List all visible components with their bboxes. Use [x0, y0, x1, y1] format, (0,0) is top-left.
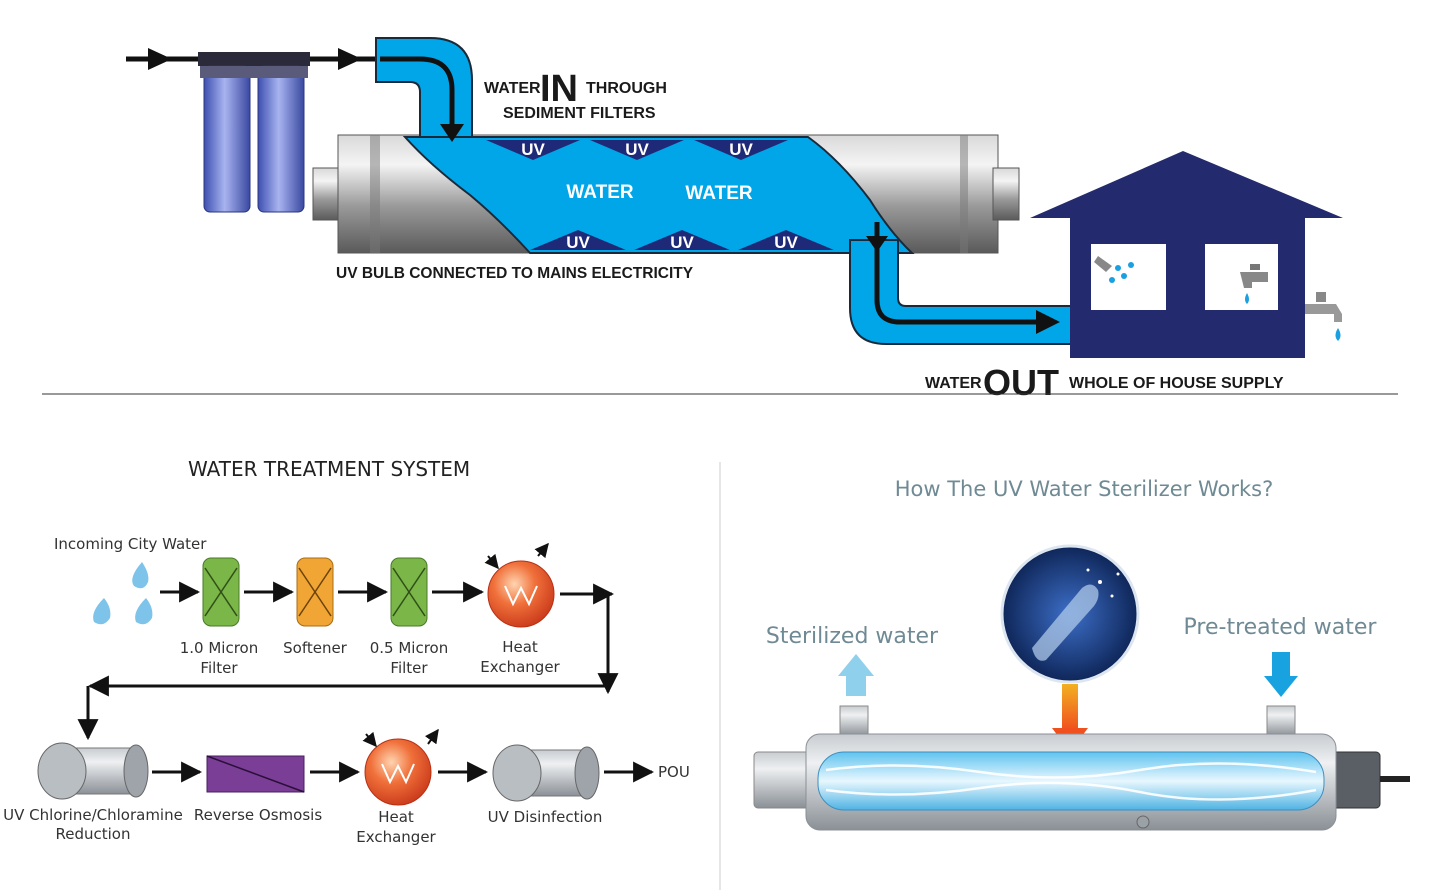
uv-bottom-1: UV	[566, 233, 590, 252]
water-label-1: WATER	[566, 182, 633, 203]
shower-icon	[1094, 256, 1112, 272]
uvd-label: UV Disinfection	[488, 808, 603, 826]
flow-in-arrow-line	[380, 56, 455, 128]
uv-top-2: UV	[625, 140, 649, 159]
filter2-label-2: Filter	[390, 659, 428, 677]
water-drops-icon	[93, 562, 153, 625]
micron-filter-2	[390, 557, 428, 627]
uv-arrows-top: UV UV UV	[486, 140, 788, 160]
water-in-line2: SEDIMENT FILTERS	[503, 105, 656, 122]
uv-bottom-2: UV	[670, 233, 694, 252]
micron-filter-1	[202, 557, 240, 627]
tap-icon-inside	[1240, 272, 1268, 288]
heat-exchanger-2	[362, 728, 439, 806]
uv-arrows-bottom: UV UV UV	[530, 230, 834, 252]
uv-sterilizer-diagram: How The UV Water Sterilizer Works? Steri…	[753, 477, 1410, 831]
pretreated-in-arrow-icon	[1264, 652, 1298, 697]
sterilizer-title: How The UV Water Sterilizer Works?	[895, 477, 1274, 501]
uv-bottom-3: UV	[774, 233, 798, 252]
water-out-suffix: WHOLE OF HOUSE SUPPLY	[1069, 375, 1284, 392]
heat2-label-1: Heat	[378, 808, 414, 826]
water-in-suffix: THROUGH	[586, 80, 667, 97]
water-label-2: WATER	[685, 183, 752, 204]
sterilized-out-arrow-icon	[838, 654, 874, 696]
heat2-label-2: Exchanger	[356, 828, 436, 846]
outlet-port	[839, 705, 869, 737]
inlet-port	[1266, 705, 1296, 737]
filter1-label-1: 1.0 Micron	[180, 639, 259, 657]
power-cable	[1380, 776, 1410, 782]
flow-out-arrow-line	[874, 222, 1040, 325]
heat1-label-2: Exchanger	[480, 658, 560, 676]
uv-top-1: UV	[521, 140, 545, 159]
water-out-prefix: WATER	[925, 375, 982, 392]
sterilized-label: Sterilized water	[766, 624, 939, 649]
bulb-caption: UV BULB CONNECTED TO MAINS ELECTRICITY	[336, 265, 694, 282]
uvc-label-2: Reduction	[56, 825, 131, 843]
tap-icon-outside	[1305, 304, 1342, 322]
sediment-filters	[198, 52, 310, 213]
flow-in-arrowhead	[440, 124, 464, 142]
heat-exchanger-1	[484, 542, 555, 628]
quartz-uv-tube	[817, 751, 1325, 811]
softener-tank	[296, 557, 334, 627]
treatment-title: WATER TREATMENT SYSTEM	[188, 457, 470, 481]
uv-chloramine-unit	[37, 742, 149, 800]
uv-radiation-arrow	[1062, 684, 1078, 730]
softener-label: Softener	[283, 639, 348, 657]
left-end-cap	[753, 751, 811, 809]
water-in-prefix: WATER	[484, 80, 541, 97]
uvc-label-1: UV Chlorine/Chloramine	[3, 806, 183, 824]
ro-label: Reverse Osmosis	[194, 806, 322, 824]
inlet-arrow-2	[338, 48, 362, 70]
pou-label: POU	[658, 763, 690, 781]
flow-out-arrowhead	[1036, 310, 1060, 334]
right-end-cap	[1331, 751, 1381, 809]
flow-down-arrowhead	[866, 236, 888, 252]
reverse-osmosis-unit	[206, 755, 305, 793]
water-in-big: IN	[540, 68, 578, 110]
water-out-big: OUT	[983, 362, 1059, 403]
top-uv-system-diagram: UV UV UV UV UV UV WATER WATER WATER IN T…	[126, 37, 1343, 403]
uv-top-3: UV	[729, 140, 753, 159]
filter1-label-2: Filter	[200, 659, 238, 677]
heat1-label-1: Heat	[502, 638, 538, 656]
house-icon	[1030, 151, 1343, 358]
uv-disinfection-unit	[492, 744, 600, 802]
inlet-arrow-1	[148, 48, 172, 70]
filter2-label-1: 0.5 Micron	[370, 639, 449, 657]
incoming-label: Incoming City Water	[54, 535, 207, 553]
pretreated-label: Pre-treated water	[1184, 615, 1378, 640]
chamber-water	[402, 136, 915, 254]
treatment-system-diagram: WATER TREATMENT SYSTEM Incoming City Wat…	[3, 457, 690, 846]
